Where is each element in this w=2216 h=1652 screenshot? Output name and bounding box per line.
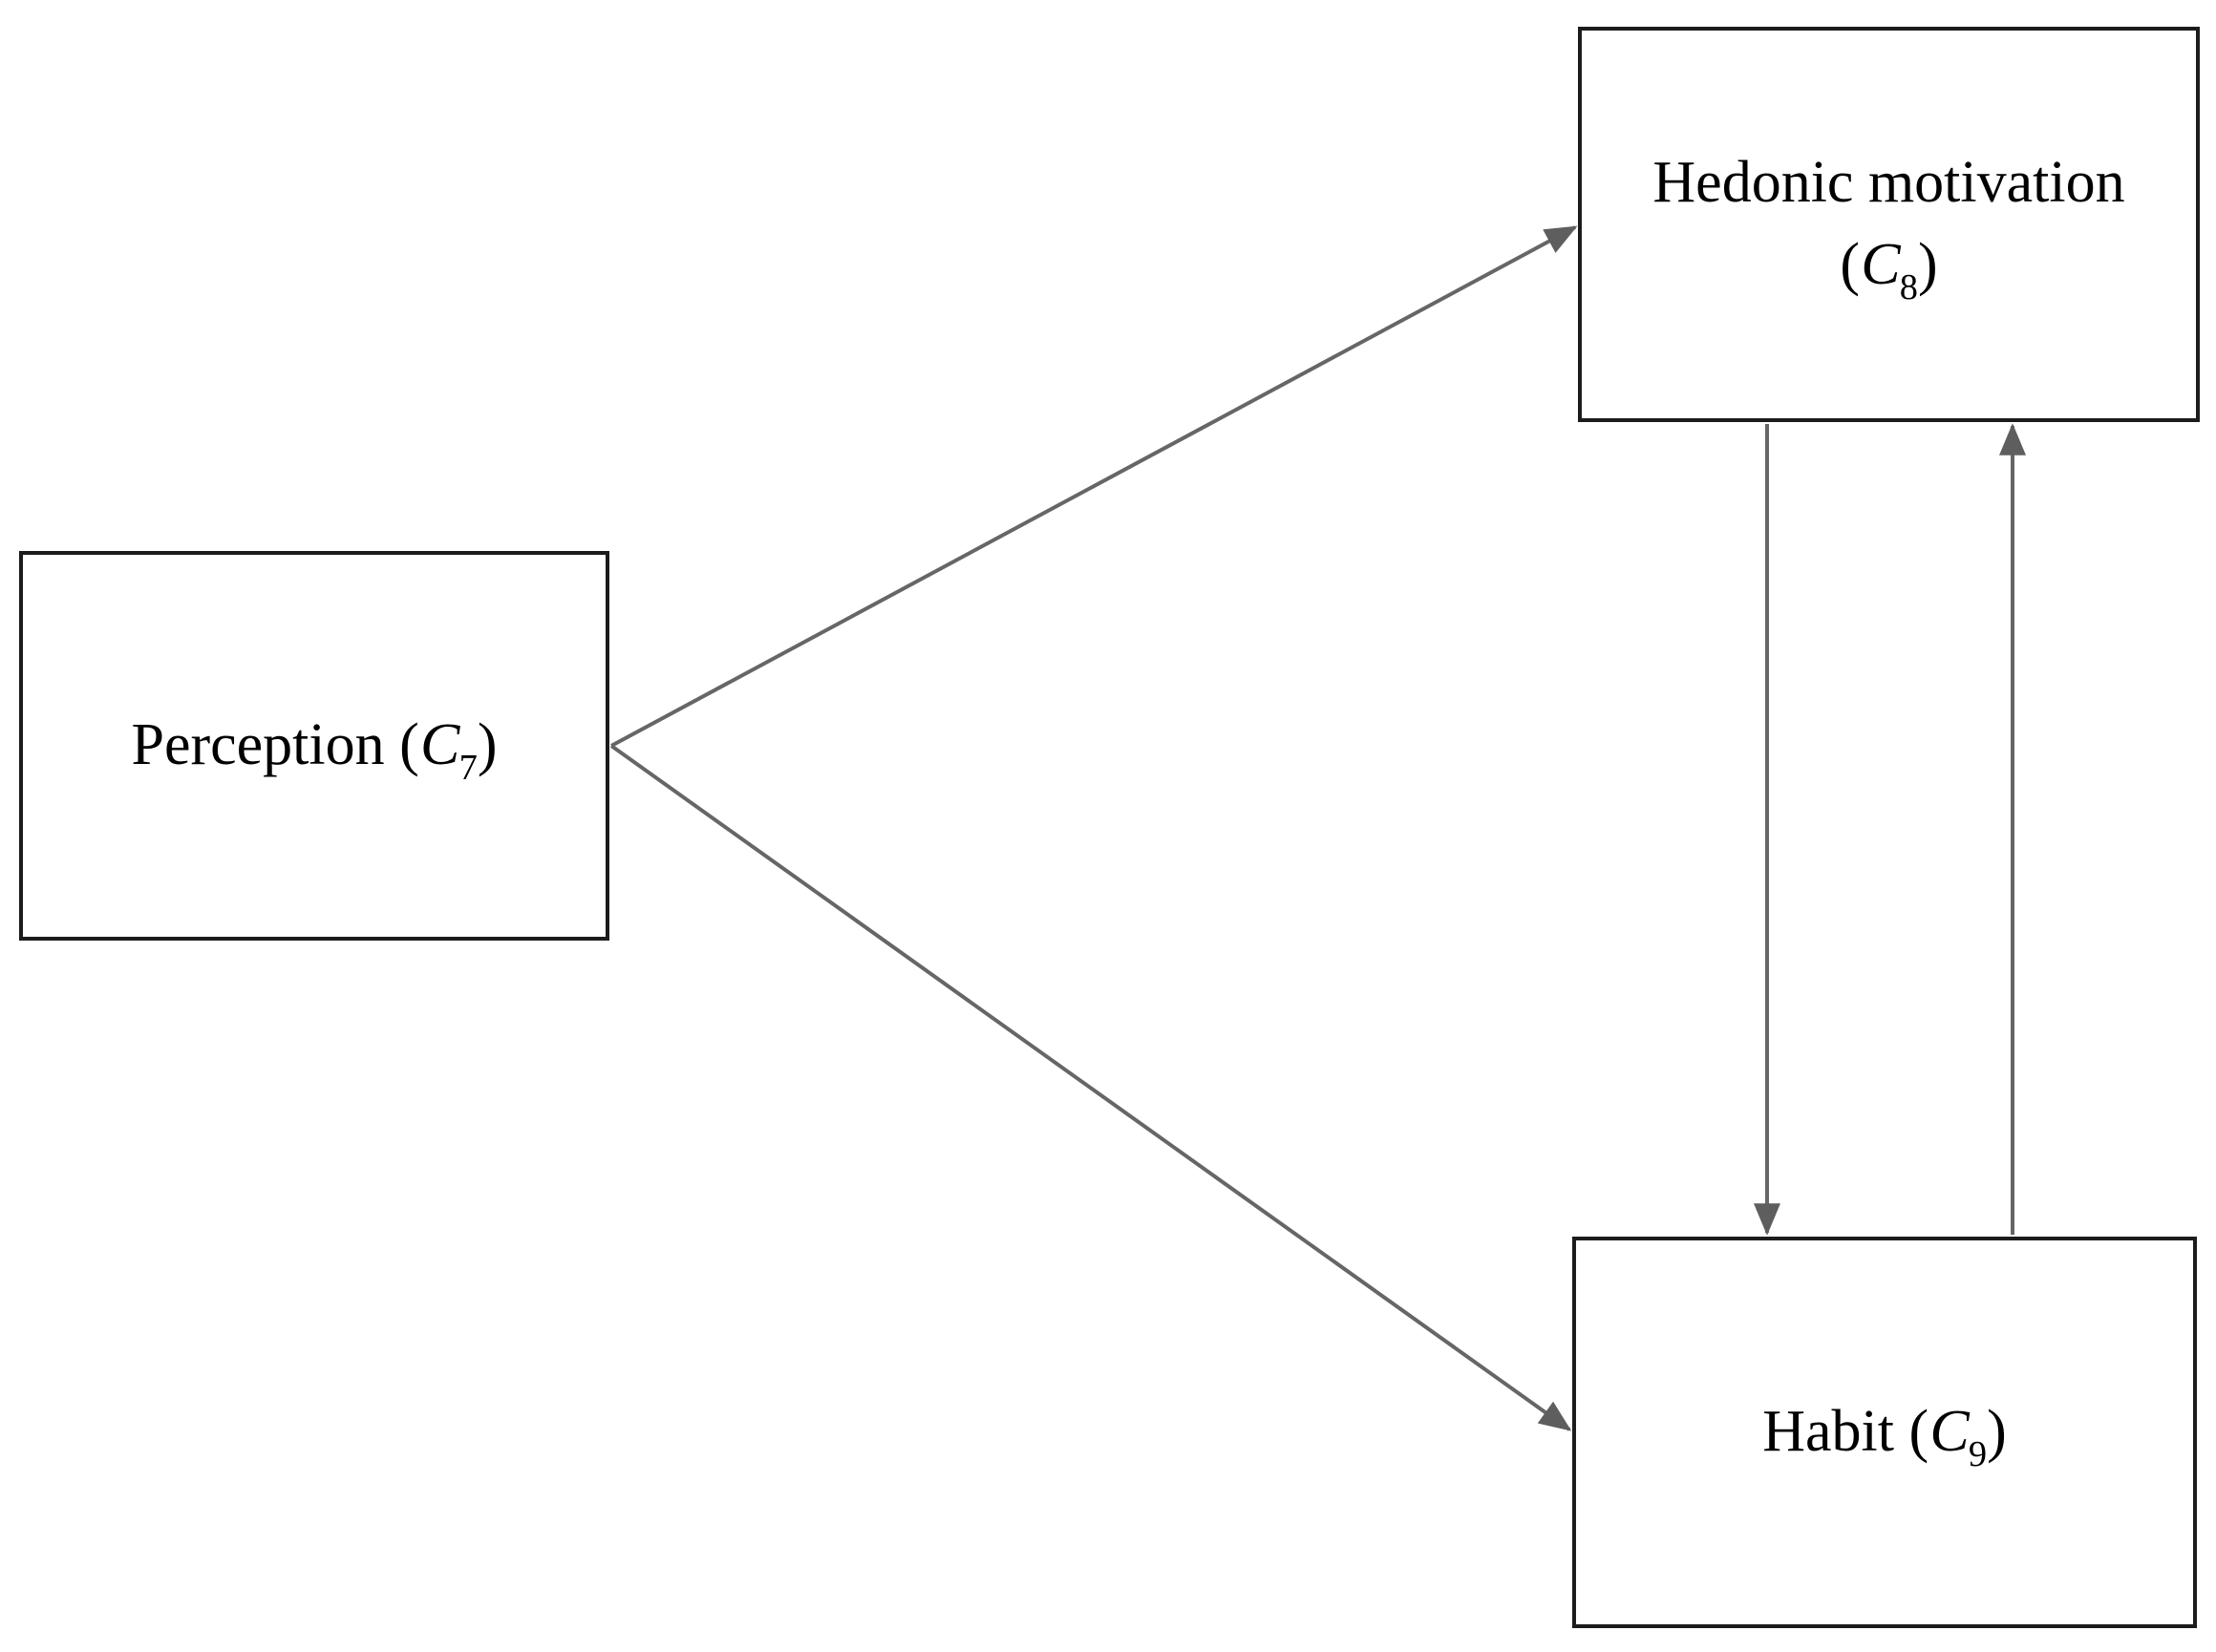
habit-label-close: ): [1987, 1399, 2007, 1465]
node-perception-label: Perception (C7): [131, 705, 498, 789]
habit-symbol: C: [1929, 1399, 1970, 1465]
hedonic-symbol: C: [1861, 232, 1901, 297]
node-hedonic-label: Hedonic motivation (C8): [1652, 142, 2125, 307]
habit-subscript: 9: [1968, 1434, 1988, 1475]
perception-label-close: ): [477, 712, 498, 778]
hedonic-paren-close: ): [1918, 232, 1938, 297]
hedonic-subscript: 8: [1899, 267, 1919, 308]
node-habit-label: Habit (C9): [1762, 1391, 2007, 1475]
hedonic-label-line1: Hedonic motivation: [1652, 150, 2125, 216]
hedonic-label-line2: (C8): [1652, 224, 2124, 307]
perception-label-text: Perception (: [131, 712, 419, 778]
perception-subscript: 7: [458, 748, 478, 789]
edge-perception-to-hedonic: [610, 225, 1578, 748]
hedonic-paren-open: (: [1840, 232, 1860, 297]
habit-label-text: Habit (: [1762, 1399, 1929, 1465]
node-habit: Habit (C9): [1572, 1237, 2197, 1628]
node-perception: Perception (C7): [19, 551, 609, 941]
perception-symbol: C: [420, 712, 460, 778]
edge-perception-to-habit: [609, 744, 1572, 1431]
node-hedonic-motivation: Hedonic motivation (C8): [1578, 27, 2200, 422]
